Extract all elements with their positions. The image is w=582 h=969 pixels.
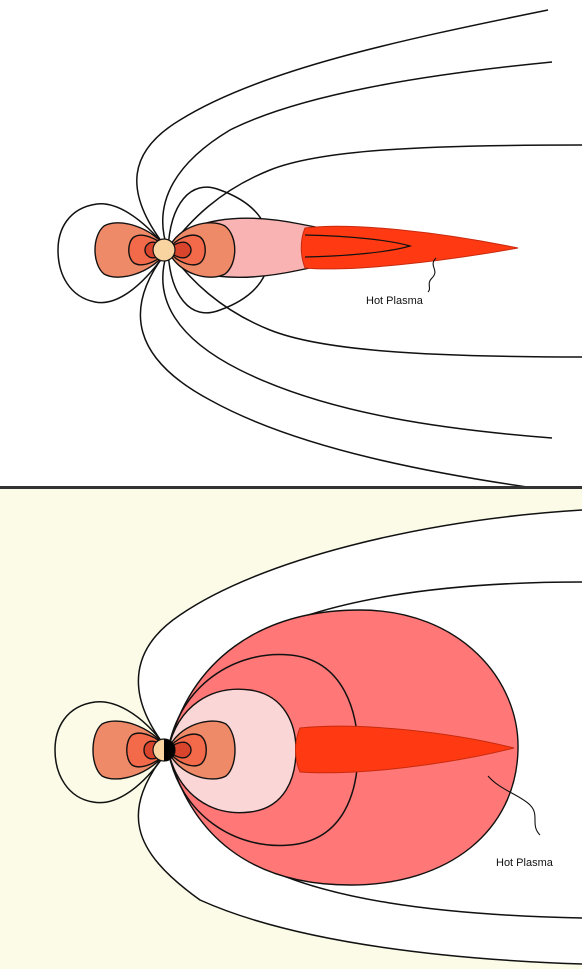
top-panel: Hot Plasma [0, 0, 582, 490]
bottom-planet-half-dark-icon [153, 739, 175, 761]
panel-divider [0, 486, 582, 489]
bottom-panel: Hot Plasma [0, 489, 582, 969]
top-hot-plasma-label: Hot Plasma [366, 295, 424, 307]
bottom-hot-plasma-label: Hot Plasma [496, 857, 554, 869]
top-planet-icon [153, 239, 175, 261]
